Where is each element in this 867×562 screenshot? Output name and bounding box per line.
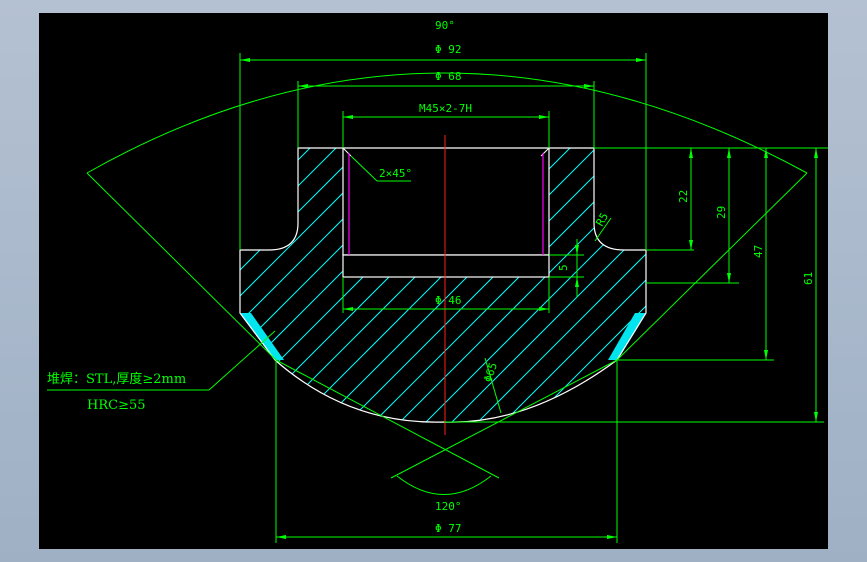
hatch-line (336, 148, 638, 423)
dim-d68: Φ 68 (435, 70, 462, 83)
hatch-line (440, 148, 646, 423)
hatch-line (753, 133, 828, 433)
hardness-note: HRC≥55 (87, 398, 146, 413)
angle-arc-120 (396, 475, 492, 495)
hatch-line (466, 148, 646, 423)
hatch-line (39, 133, 117, 433)
weld-overlay-right (608, 313, 646, 360)
dim-h29: 29 (715, 206, 728, 219)
hatch-line (240, 148, 378, 423)
hatch-line (39, 133, 65, 433)
hatch-line (284, 148, 586, 423)
hatch-line (240, 148, 352, 423)
hatch-line (240, 148, 482, 423)
arrowheads (240, 58, 818, 539)
dim-chamfer: 2×45° (379, 167, 412, 180)
hatch-line (240, 148, 326, 423)
dim-h5: 5 (557, 264, 570, 271)
hatch-line (39, 133, 143, 433)
hatch-line (414, 148, 646, 423)
bore-outline (342, 148, 550, 256)
part-outline (239, 147, 647, 423)
dim-angle-bottom: 120° (435, 500, 462, 513)
dim-angle-top: 90° (435, 19, 455, 32)
dim-h47: 47 (752, 245, 765, 258)
dim-d77: Φ 77 (435, 522, 462, 535)
dim-d92: Φ 92 (435, 43, 462, 56)
hatch-line (240, 148, 248, 423)
chamfer-right (540, 147, 550, 157)
hatch-line (310, 148, 612, 423)
hatch-line (240, 148, 404, 423)
hatch-line (518, 148, 646, 423)
cad-drawing: 90° Φ 92 Φ 68 M45×2-7H 2×45° Φ 46 5 R5 Φ… (39, 19, 828, 543)
dim-d46: Φ 46 (435, 294, 462, 307)
hatch-line (240, 148, 508, 423)
dim-r5: R5 (593, 211, 611, 229)
weld-overlay-left (240, 313, 284, 360)
dim-h61: 61 (802, 272, 815, 285)
angle-arc-90 (86, 72, 808, 174)
groove-step (342, 254, 550, 278)
hatch-line (240, 148, 300, 423)
dim-r65: Φ65 (481, 361, 500, 384)
hatch-line (39, 133, 169, 433)
dim-h22: 22 (677, 190, 690, 203)
hatch-line (492, 148, 646, 423)
hatch-line (39, 133, 195, 433)
hatch-line (39, 133, 91, 433)
hatch-line (240, 148, 274, 423)
drawing-canvas[interactable]: 90° Φ 92 Φ 68 M45×2-7H 2×45° Φ 46 5 R5 Φ… (39, 13, 828, 549)
hatch-line (39, 133, 221, 433)
weld-note: 堆焊：STL,厚度≥2mm (47, 371, 186, 387)
hatch-line (388, 148, 646, 423)
chamfer-left (342, 147, 352, 157)
dim-thread: M45×2-7H (419, 102, 472, 115)
